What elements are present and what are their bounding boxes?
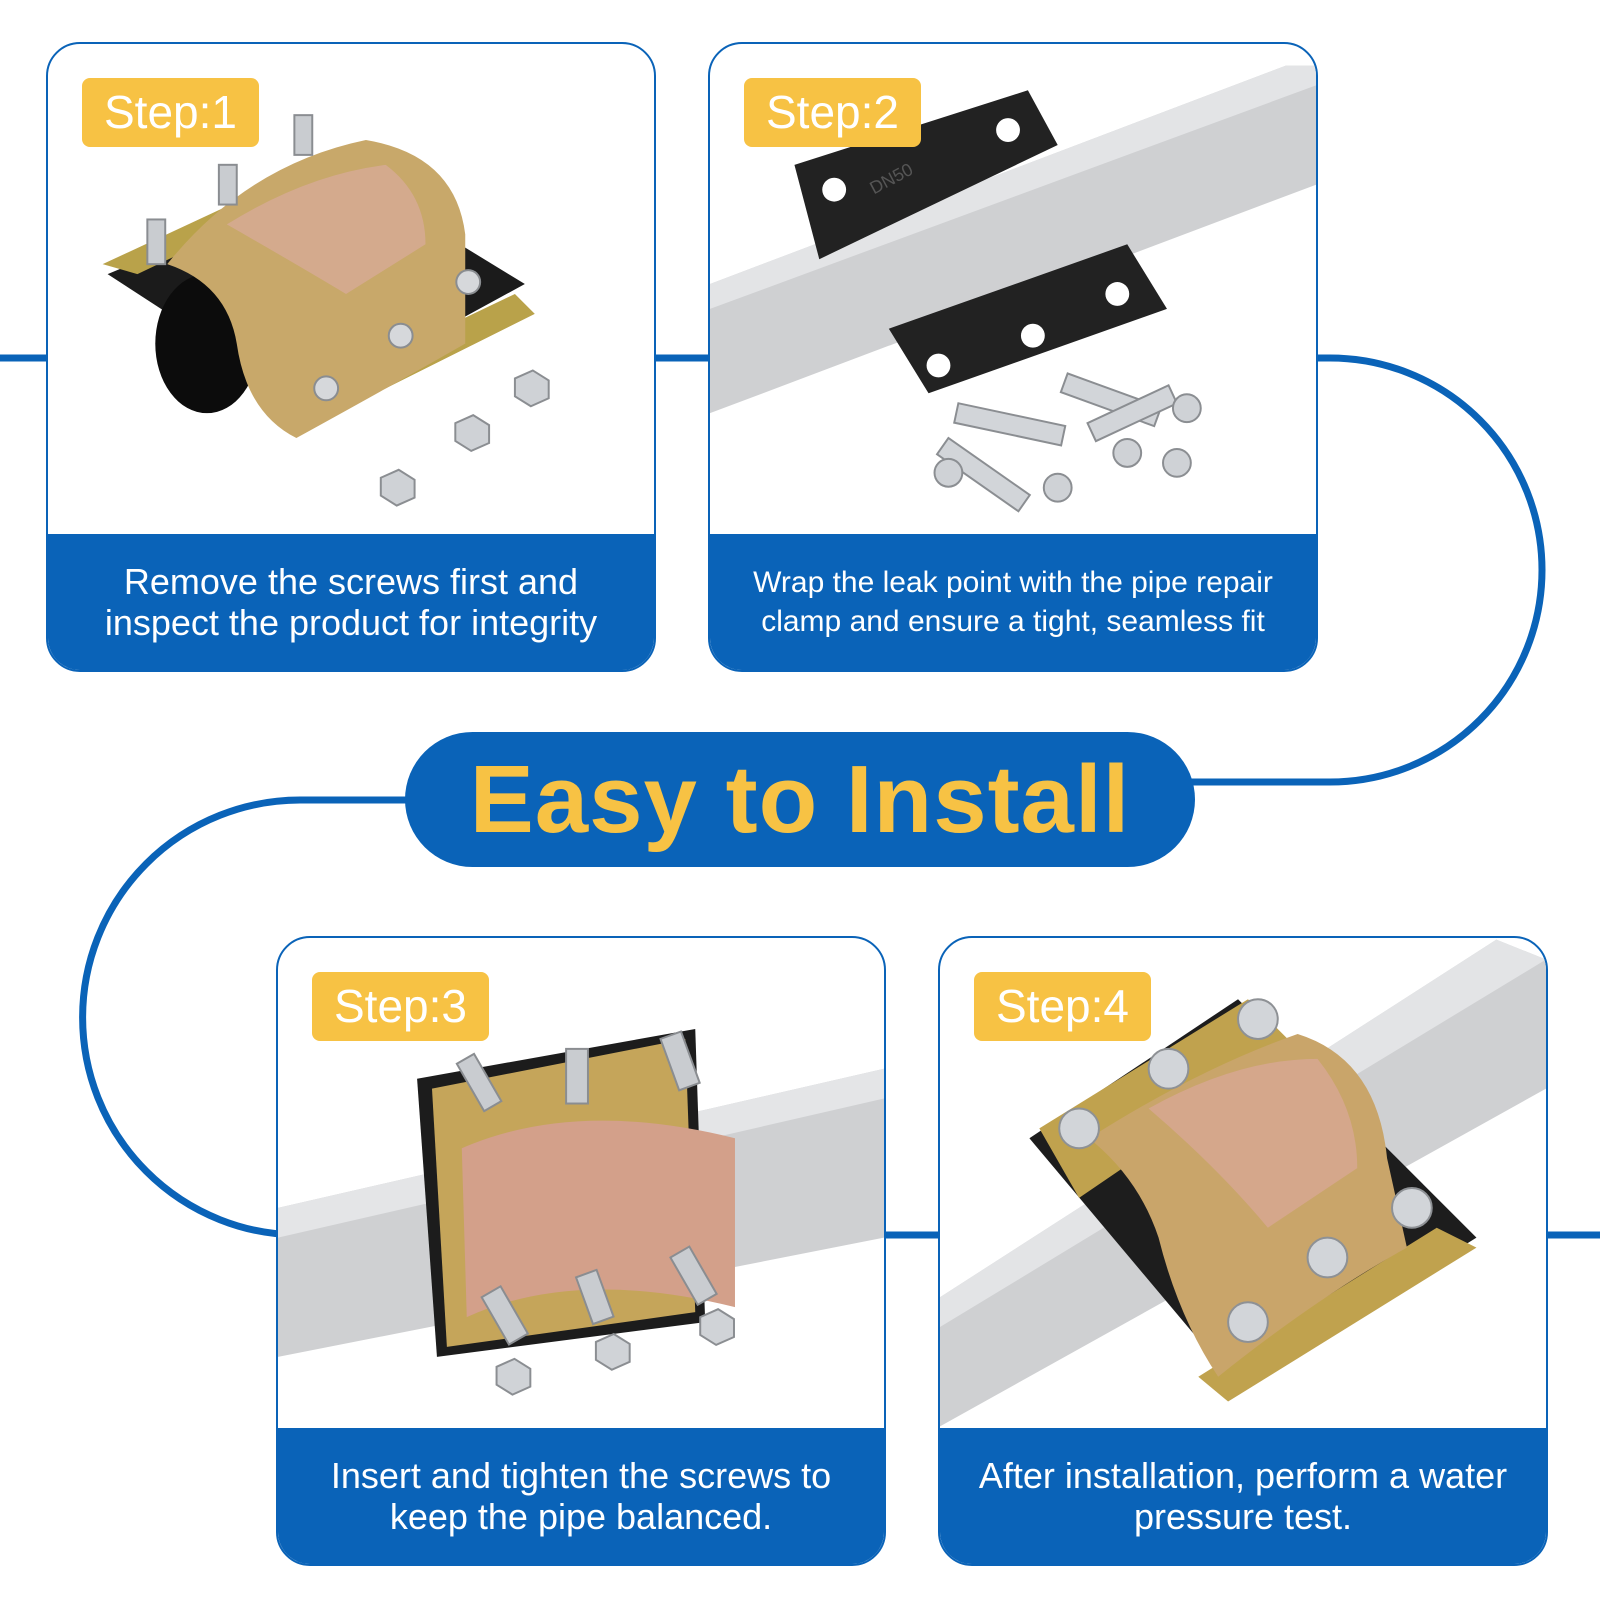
step-1-image: [48, 44, 654, 534]
pipe-clamp-illustration: [102, 114, 550, 507]
installed-clamp-illustration: [940, 939, 1546, 1427]
step-1-badge: Step:1: [82, 78, 259, 147]
step-4-image: [940, 938, 1546, 1428]
step-2-badge: Step:2: [744, 78, 921, 147]
clamp-with-bolts-illustration: [278, 1029, 884, 1396]
step-3-badge: Step:3: [312, 972, 489, 1041]
step-4-caption: After installation, perform a water pres…: [940, 1428, 1546, 1564]
step-1-caption: Remove the screws first and inspect the …: [48, 534, 654, 670]
step-4-badge: Step:4: [974, 972, 1151, 1041]
step-card-4: Step:4 After installation, perform a wat…: [938, 936, 1548, 1566]
gasket-on-pipe-illustration: DN50: [710, 65, 1316, 513]
step-card-2: DN50 Step:2 Wrap the leak point with: [708, 42, 1318, 672]
step-card-1: Step:1 Remove the screws first and inspe…: [46, 42, 656, 672]
page-title: Easy to Install: [469, 745, 1131, 853]
title-banner: Easy to Install: [405, 732, 1195, 867]
step-3-caption: Insert and tighten the screws to keep th…: [278, 1428, 884, 1564]
step-3-image: [278, 938, 884, 1428]
step-2-caption: Wrap the leak point with the pipe repair…: [710, 534, 1316, 670]
step-2-image: DN50: [710, 44, 1316, 534]
step-card-3: Step:3 Insert and tighten the screws to …: [276, 936, 886, 1566]
